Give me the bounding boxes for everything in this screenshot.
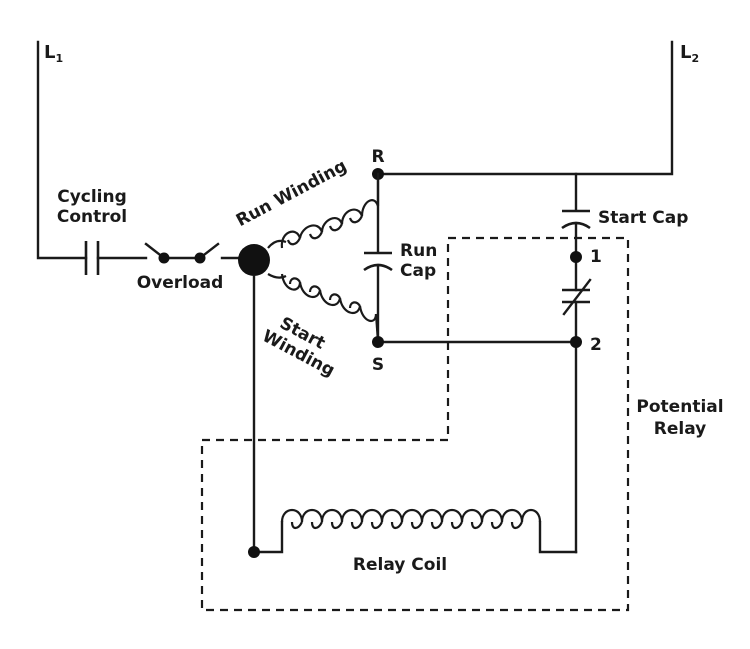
wire-r-to-l2	[376, 40, 674, 176]
label-l1: L1	[44, 42, 63, 65]
overload-node-right	[194, 252, 206, 264]
relay-contact-slash	[562, 278, 592, 316]
label-overload: Overload	[137, 273, 224, 293]
label-contact-1: 1	[590, 247, 602, 267]
common-terminal	[238, 244, 270, 276]
wire-coil-to-right	[538, 520, 578, 554]
label-l2: L2	[680, 42, 699, 65]
label-terminal-s: S	[372, 355, 384, 375]
wire-l1	[36, 40, 88, 260]
label-contact-2: 2	[590, 335, 602, 355]
coil-left-node	[248, 546, 260, 558]
relay-coil	[280, 508, 542, 530]
overload-node-left	[158, 252, 170, 264]
label-run-cap-line2: Cap	[400, 261, 436, 281]
label-cycling-control-line2: Control	[57, 207, 127, 227]
terminal-s-node	[372, 336, 384, 348]
label-potential-relay-line2: Relay	[654, 419, 706, 439]
potential-relay-boundary	[200, 236, 630, 612]
run-winding-coil	[267, 176, 380, 249]
label-start-cap: Start Cap	[598, 208, 688, 228]
label-run-winding: Run Winding	[233, 156, 350, 231]
wire-common-to-coil	[252, 274, 284, 554]
contact-1-node	[570, 251, 582, 263]
label-potential-relay-line1: Potential	[636, 397, 723, 417]
label-relay-coil: Relay Coil	[353, 555, 447, 575]
label-terminal-r: R	[371, 147, 384, 167]
label-run-cap-line1: Run	[400, 241, 437, 261]
label-cycling-control-line1: Cycling	[57, 187, 127, 207]
contact-2-node	[570, 336, 582, 348]
